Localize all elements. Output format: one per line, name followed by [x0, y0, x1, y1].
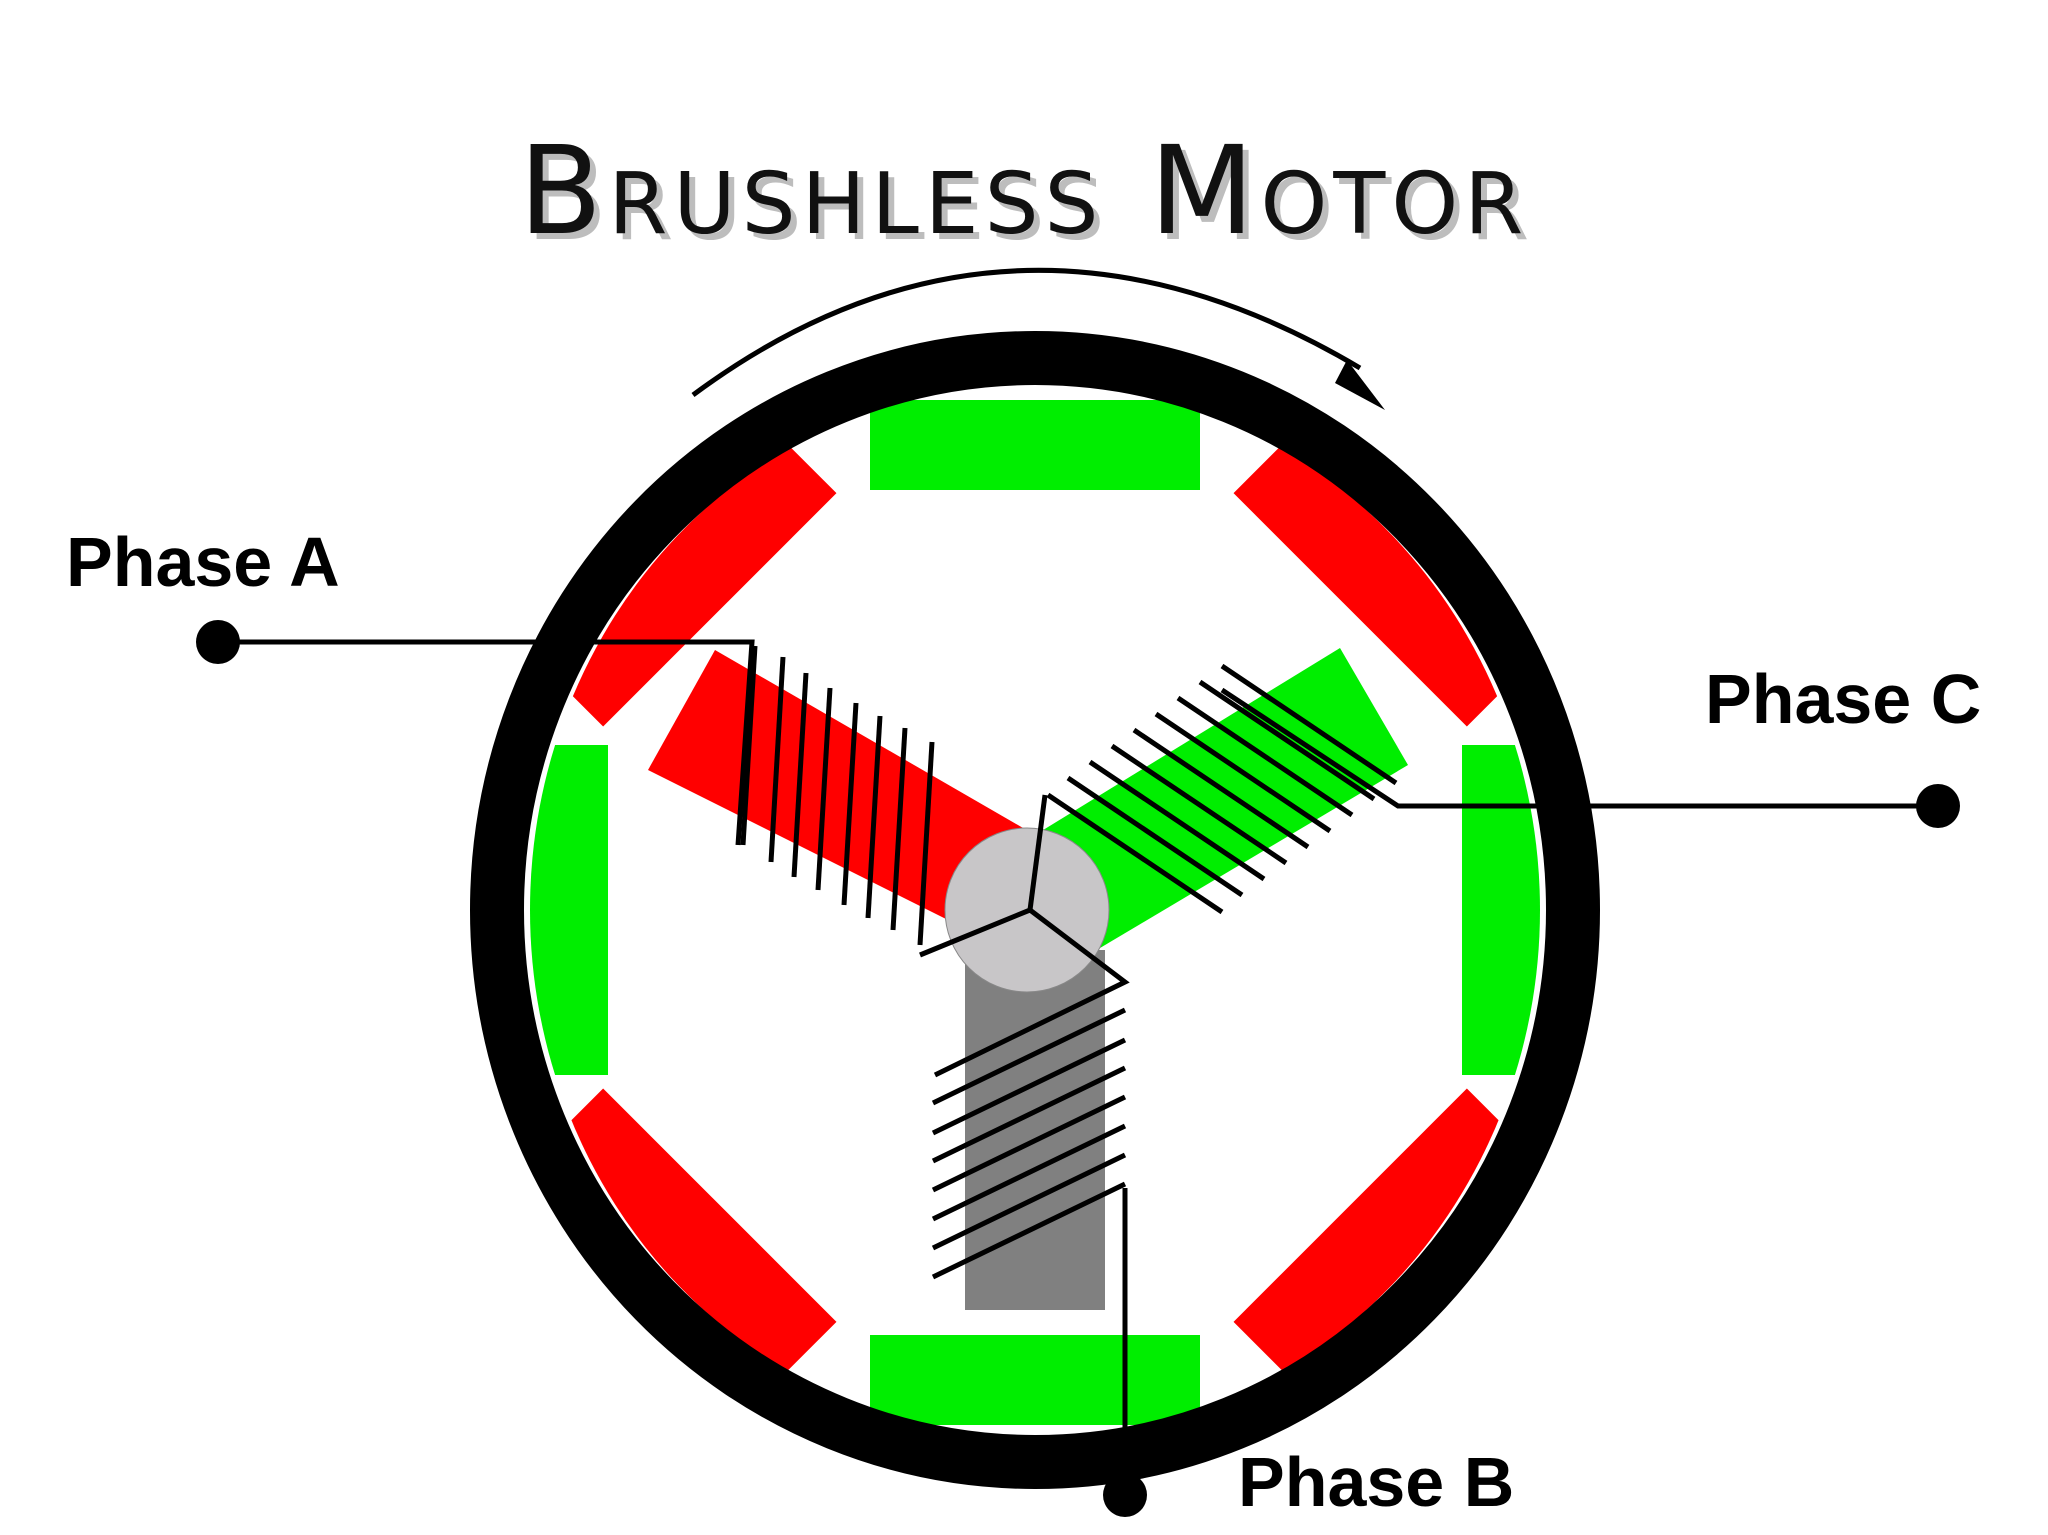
- diagram-title: Brushless Motor: [518, 120, 1530, 262]
- label-phase-a: Phase A: [66, 523, 340, 601]
- rotor-arm-a-red: [648, 650, 1030, 932]
- wire-phase-a: [218, 639, 755, 846]
- rotor: [648, 648, 1408, 1310]
- magnet-right-green: [1462, 745, 1540, 1075]
- label-phase-c: Phase C: [1705, 660, 1982, 738]
- wire-neutral-star: [919, 907, 1130, 1078]
- label-phase-b: Phase B: [1238, 1443, 1515, 1521]
- phase-wiring: [218, 639, 1938, 1470]
- magnet-bottom-left-red: [542, 1088, 837, 1383]
- magnet-left-green: [530, 745, 608, 1075]
- terminal-phase-c: [1916, 784, 1960, 828]
- coil-phase-a: [740, 645, 935, 946]
- terminal-phase-a: [196, 620, 240, 664]
- wire-neutral-to-c: [1027, 794, 1048, 911]
- terminal-phase-b: [1103, 1473, 1147, 1517]
- coil-phase-b: [931, 1007, 1127, 1280]
- rotor-arm-c-green: [1035, 648, 1408, 948]
- magnet-bottom-right-red: [1233, 1088, 1528, 1383]
- magnet-top-right-red: [1233, 432, 1528, 727]
- rotation-direction-arrow: [691, 267, 1385, 410]
- magnet-bottom-green: [870, 1335, 1200, 1425]
- stator-magnets: [530, 400, 1540, 1425]
- motor-housing-ring: [470, 331, 1600, 1489]
- magnet-top-green: [870, 400, 1200, 490]
- wire-phase-c: [1220, 687, 1938, 809]
- coil-phase-c: [1046, 663, 1398, 915]
- magnet-top-left-red: [542, 432, 837, 727]
